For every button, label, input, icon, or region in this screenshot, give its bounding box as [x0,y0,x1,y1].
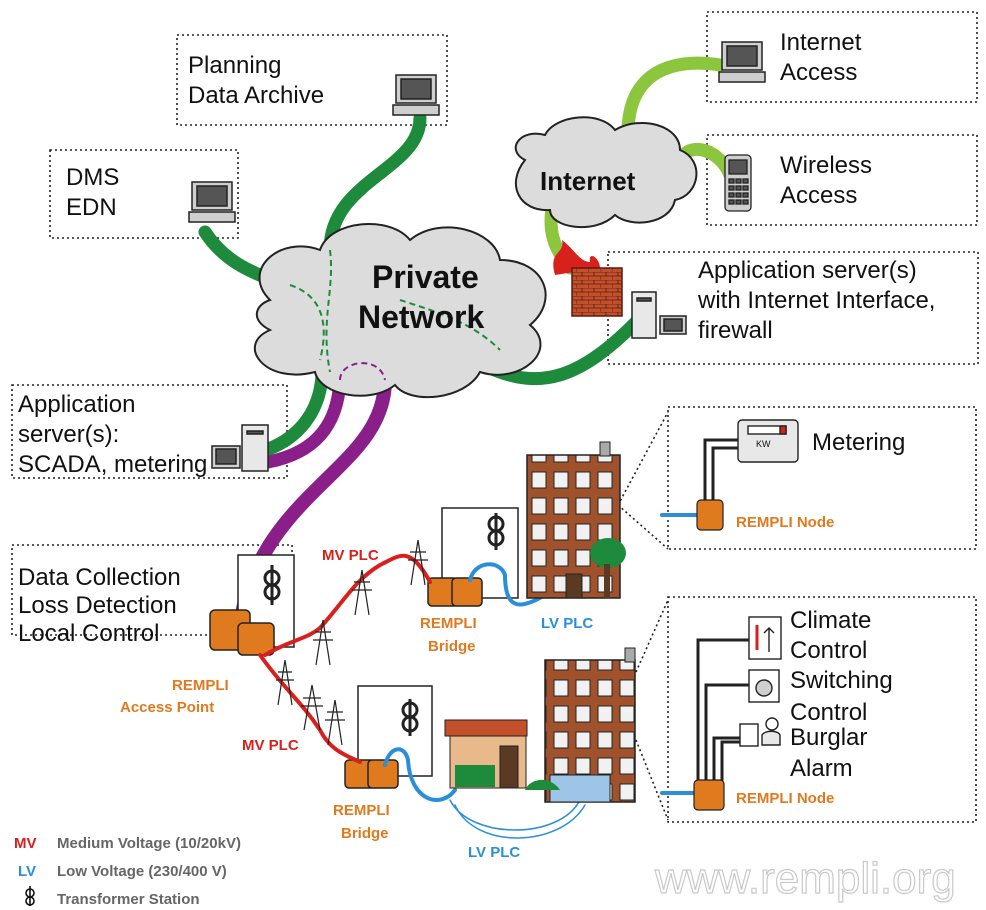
private-network-label-1: Private [372,259,479,295]
transformer-station-top [427,507,519,607]
metering-callout-lines [617,411,669,550]
mv-plc-label-bottom: MV PLC [242,737,299,754]
lv-plc-line-bottom [383,747,457,802]
private-network-cloud [254,223,547,398]
wireless-label-1: Wireless [780,152,872,179]
rempli-node-device-bottom [693,779,725,811]
thermostat-icon [748,616,782,660]
transformer-station-main [209,554,295,656]
legend-mv-text: Medium Voltage (10/20kV) [57,835,241,852]
climate-label-1: Climate [790,607,871,634]
lv-plc-label-top: LV PLC [541,615,593,632]
watermark: www.rempli.org [654,854,956,903]
legend-lv-abbr: LV [18,863,36,880]
switching-label-2: Control [790,699,867,726]
rempli-node-device-top [696,499,724,531]
internet-cloud-label: Internet [540,166,636,196]
mobile-phone-icon [724,154,752,212]
bush-icon [525,779,560,790]
private-network-label-2: Network [358,299,484,335]
internet-access-label-2: Access [780,59,857,86]
alarm-icon [739,717,781,747]
meter-kw-label: KW [756,439,771,449]
legend: MV Medium Voltage (10/20kV) LV Low Volta… [14,835,241,908]
computer-icon [718,41,766,83]
transformer-station-bottom [344,685,433,789]
dms-label-1: DMS [66,164,119,191]
app-server-internet-label-2: with Internet Interface, [697,287,935,314]
transformer-symbol-icon [25,886,35,906]
mv-plc-label-top: MV PLC [322,547,379,564]
burglar-label-1: Burglar [790,724,867,751]
rempli-node-label-bottom: REMPLI Node [736,790,834,807]
data-collection-label-3: Local Control [18,620,159,647]
building-callout-lines [635,599,669,821]
planning-frame [176,34,448,126]
planning-label-2: Data Archive [188,82,324,109]
scada-label-2: server(s): [18,421,119,448]
server-icon [211,424,269,472]
server-icon [631,291,687,339]
scada-label-3: SCADA, metering [18,451,207,478]
computer-icon [392,74,440,116]
rempli-bridge-bottom-label-2: Bridge [341,825,389,842]
scada-label-1: Application [18,391,135,418]
metering-label: Metering [812,429,905,456]
planning-link [323,111,427,257]
planning-label-1: Planning [188,52,281,79]
rempli-bridge-top-label-2: Bridge [428,638,476,655]
app-server-internet-label-1: Application server(s) [698,257,917,284]
legend-transformer-text: Transformer Station [57,891,200,908]
lv-plc-link-2 [454,804,586,839]
data-collection-label-2: Loss Detection [18,592,177,619]
office-building-bottom [544,647,636,803]
scada-link-green [253,368,329,459]
tree-icon [590,538,626,598]
lv-plc-line-top [468,562,547,607]
node-wiring [696,638,750,785]
app-server-internet-label-3: firewall [698,317,773,344]
computer-icon [188,181,236,223]
house-icon [444,719,528,789]
internet-access-link [621,56,727,137]
rempli-access-point-label-2: Access Point [120,699,214,716]
dms-frame [49,149,239,239]
pylon-icons [276,539,428,746]
app-server-internet-frame [607,251,979,365]
rempli-node-label-top: REMPLI Node [736,514,834,531]
rempli-access-point-label-1: REMPLI [172,677,229,694]
washing-machine-icon [748,669,780,703]
rempli-bridge-bottom-label-1: REMPLI [333,802,390,819]
internet-access-label-1: Internet [780,29,862,56]
lv-plc-link-1 [449,799,581,831]
data-collection-label-1: Data Collection [18,564,181,591]
building-frame [667,596,977,823]
firewall-icon [553,240,623,317]
lv-plc-label-bottom: LV PLC [468,844,520,861]
dms-label-2: EDN [66,194,117,221]
legend-mv-abbr: MV [14,835,37,852]
internet-cloud [514,116,698,229]
mv-plc-line-top [263,553,432,657]
rempli-bridge-top-label-1: REMPLI [420,615,477,632]
climate-label-2: Control [790,637,867,664]
wireless-label-2: Access [780,182,857,209]
burglar-label-2: Alarm [790,755,853,782]
legend-lv-text: Low Voltage (230/400 V) [57,863,227,880]
wireless-frame [706,134,978,226]
switching-label-1: Switching [790,667,893,694]
